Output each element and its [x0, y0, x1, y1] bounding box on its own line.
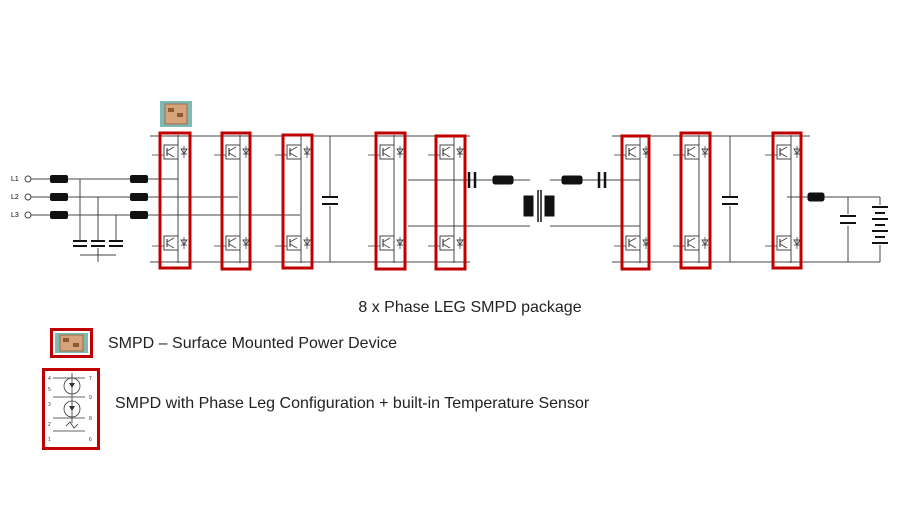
phase-leg-module-1 [152, 131, 192, 270]
pin-label: 2 [48, 422, 51, 428]
pin-label: 6 [89, 437, 92, 443]
line-label-l1: L1 [11, 176, 19, 183]
line-label-l2: L2 [11, 194, 19, 201]
input-inductors [50, 175, 148, 219]
pin-label: 7 [89, 376, 92, 382]
legend-smpd-label: SMPD – Surface Mounted Power Device [108, 335, 398, 352]
output-capacitor [840, 215, 856, 224]
diagram-caption: 8 x Phase LEG SMPD package [358, 299, 582, 316]
phase-leg-module-5 [428, 134, 467, 271]
phase-leg-module-8 [765, 131, 803, 270]
pin-label: 8 [89, 416, 92, 422]
pin-label: 4 [48, 376, 51, 382]
smpd-package-photo [160, 101, 192, 127]
dc-link-capacitors [322, 196, 738, 205]
phase-leg-module-4 [368, 131, 407, 271]
pin-label: 9 [89, 395, 92, 401]
input-terminals: L1 L2 L3 [11, 175, 32, 219]
phase-leg-module-2 [214, 131, 252, 271]
phase-leg-module-6 [614, 134, 651, 271]
legend-smpd-swatch [50, 328, 93, 358]
filter-capacitors [73, 240, 123, 247]
phase-leg-module-7 [673, 131, 712, 270]
resonant-tank [467, 172, 825, 222]
pin-label: 5 [48, 387, 51, 393]
legend-phase-leg-label: SMPD with Phase Leg Configuration + buil… [115, 395, 590, 412]
legend-phase-leg-symbol: 4 5 3 2 1 7 9 8 6 [42, 368, 100, 450]
phase-leg-module-3 [275, 133, 314, 270]
battery-icon [872, 206, 888, 244]
line-label-l3: L3 [11, 212, 19, 219]
pin-label: 1 [48, 437, 51, 443]
pin-label: 3 [48, 402, 51, 408]
